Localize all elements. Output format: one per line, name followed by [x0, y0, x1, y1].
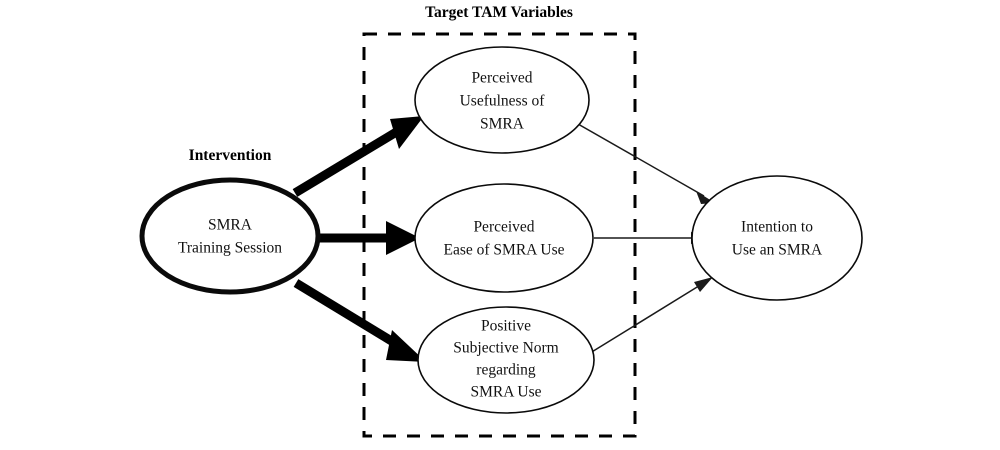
node-perceived-usefulness-line-1: Usefulness of	[460, 93, 546, 110]
edge-usefulness-to-intention	[577, 123, 715, 204]
node-subjective-norm-line-0: Positive	[481, 318, 531, 335]
node-subjective-norm-line-3: SMRA Use	[470, 384, 541, 401]
edge-ease-to-intention	[594, 232, 707, 244]
node-perceived-ease-of-use[interactable]: Perceived Ease of SMRA Use	[414, 183, 594, 293]
node-smra-training-session-line-1: Training Session	[178, 240, 282, 257]
node-perceived-ease-of-use-line-1: Ease of SMRA Use	[444, 242, 565, 259]
node-smra-training-session-line-0: SMRA	[208, 217, 253, 234]
intervention-caption: Intervention	[189, 147, 272, 164]
edge-intervention-to-usefulness	[292, 116, 424, 197]
node-perceived-usefulness-shape[interactable]	[414, 46, 590, 154]
node-intention-to-use-line-0: Intention to	[741, 219, 813, 236]
node-intention-to-use[interactable]: Intention to Use an SMRA	[691, 175, 863, 301]
node-perceived-usefulness[interactable]: Perceived Usefulness of SMRA	[414, 46, 590, 154]
edge-intervention-to-norm	[293, 279, 426, 362]
edge-intervention-to-ease	[318, 221, 420, 255]
node-subjective-norm-shape[interactable]	[417, 306, 595, 414]
node-perceived-usefulness-line-0: Perceived	[471, 70, 532, 87]
node-perceived-ease-of-use-line-0: Perceived	[473, 219, 534, 236]
edge-norm-to-intention	[581, 277, 713, 359]
node-perceived-usefulness-line-2: SMRA	[480, 116, 525, 133]
node-subjective-norm-line-2: regarding	[476, 362, 536, 379]
node-subjective-norm[interactable]: Positive Subjective Norm regarding SMRA …	[417, 306, 595, 414]
node-intention-to-use-line-1: Use an SMRA	[732, 242, 823, 259]
node-subjective-norm-line-1: Subjective Norm	[453, 340, 558, 357]
group-title: Target TAM Variables	[425, 4, 573, 21]
node-intention-to-use-shape[interactable]	[691, 175, 863, 301]
node-smra-training-session[interactable]: SMRA Training Session	[139, 177, 321, 295]
node-perceived-ease-of-use-shape[interactable]	[414, 183, 594, 293]
node-smra-training-session-shape[interactable]	[139, 177, 321, 295]
